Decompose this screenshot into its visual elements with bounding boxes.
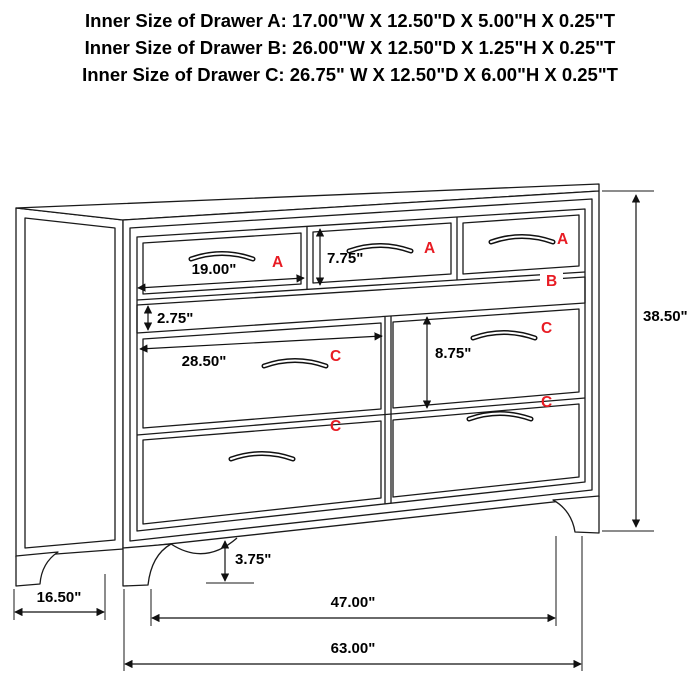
drawer-letter-c-left-top: C <box>330 348 341 365</box>
drawer-fronts <box>136 214 586 525</box>
top-row-bottom-rail <box>136 271 586 301</box>
spec-line-drawer-b: Inner Size of Drawer B: 26.00"W X 12.50"… <box>84 37 616 58</box>
dim-drawer-a-width: 19.00" <box>137 261 305 292</box>
dim-drawer-a-height: 7.75" <box>315 228 363 286</box>
drawer-letter-c-right-bottom: C <box>541 394 552 411</box>
spec-header: Inner Size of Drawer A: 17.00"W X 12.50"… <box>0 7 700 88</box>
side-panel-inset <box>24 217 116 549</box>
drawer-letter-a1: A <box>272 254 283 271</box>
drawer-letter-a2: A <box>424 240 435 257</box>
spec-line-drawer-a: Inner Size of Drawer A: 17.00"W X 12.50"… <box>85 10 615 31</box>
drawer-letter-a3: A <box>557 231 568 248</box>
dim-label-drawer-a-height: 7.75" <box>327 250 363 267</box>
drawer-letter-c-left-bottom: C <box>330 418 341 435</box>
drawer-c-left-bottom-front <box>142 420 382 525</box>
rear-left-foot <box>15 551 59 587</box>
dim-drawer-c-width: 28.50" <box>139 332 383 370</box>
drawer-letter-b: B <box>546 273 557 290</box>
dim-label-halo <box>153 310 202 326</box>
drawer-letters: A A A B C C C C <box>272 231 568 435</box>
dim-label-overall-depth: 16.50" <box>37 589 82 606</box>
dim-label-drawer-a-width: 19.00" <box>192 261 237 278</box>
drawer-b-glitter-band <box>136 276 586 334</box>
drawer-a3-front <box>462 214 580 275</box>
drawer-letter-b-halo <box>540 272 563 289</box>
dim-label-drawer-b-height: 2.75" <box>157 310 193 327</box>
dim-legs-span-width: 47.00" <box>150 536 557 626</box>
side-panel <box>15 207 124 558</box>
dim-overall-depth: 16.50" <box>13 574 106 620</box>
front-face <box>122 190 600 550</box>
drawer-area <box>136 208 586 532</box>
dim-label-drawer-c-height: 8.75" <box>435 345 471 362</box>
drawer-c-right-top-front <box>392 308 580 409</box>
dim-drawer-c-height: 8.75" <box>422 316 471 409</box>
drawer-c-right-bottom-front <box>392 403 580 498</box>
drawer-letter-c-right-top: C <box>541 320 552 337</box>
dim-overall-height: 38.50" <box>602 190 688 532</box>
mid-horizontal-rail <box>136 397 586 436</box>
dim-overall-width: 63.00" <box>123 536 583 671</box>
drawer-a2-front <box>312 222 452 284</box>
dim-label-leg-height: 3.75" <box>235 551 271 568</box>
front-right-foot <box>552 495 600 534</box>
dim-drawer-b-height: 2.75" <box>143 305 202 331</box>
front-frame <box>129 198 593 542</box>
drawer-c-left-top-front <box>142 322 382 429</box>
dim-leg-height: 3.75" <box>206 540 271 584</box>
dim-label-drawer-c-width: 28.50" <box>182 353 227 370</box>
spec-line-drawer-c: Inner Size of Drawer C: 26.75" W X 12.50… <box>82 64 618 85</box>
dim-label-legs-span-width: 47.00" <box>331 594 376 611</box>
dim-label-overall-height: 38.50" <box>643 308 688 325</box>
front-left-foot <box>122 543 172 587</box>
dim-label-overall-width: 63.00" <box>331 640 376 657</box>
apron-scallop <box>170 537 238 555</box>
dim-arrow <box>139 332 383 353</box>
dim-arrow <box>137 274 305 292</box>
dimension-annotations: 19.00" 7.75" 2.75" 28.50" 8.75" <box>13 190 688 671</box>
